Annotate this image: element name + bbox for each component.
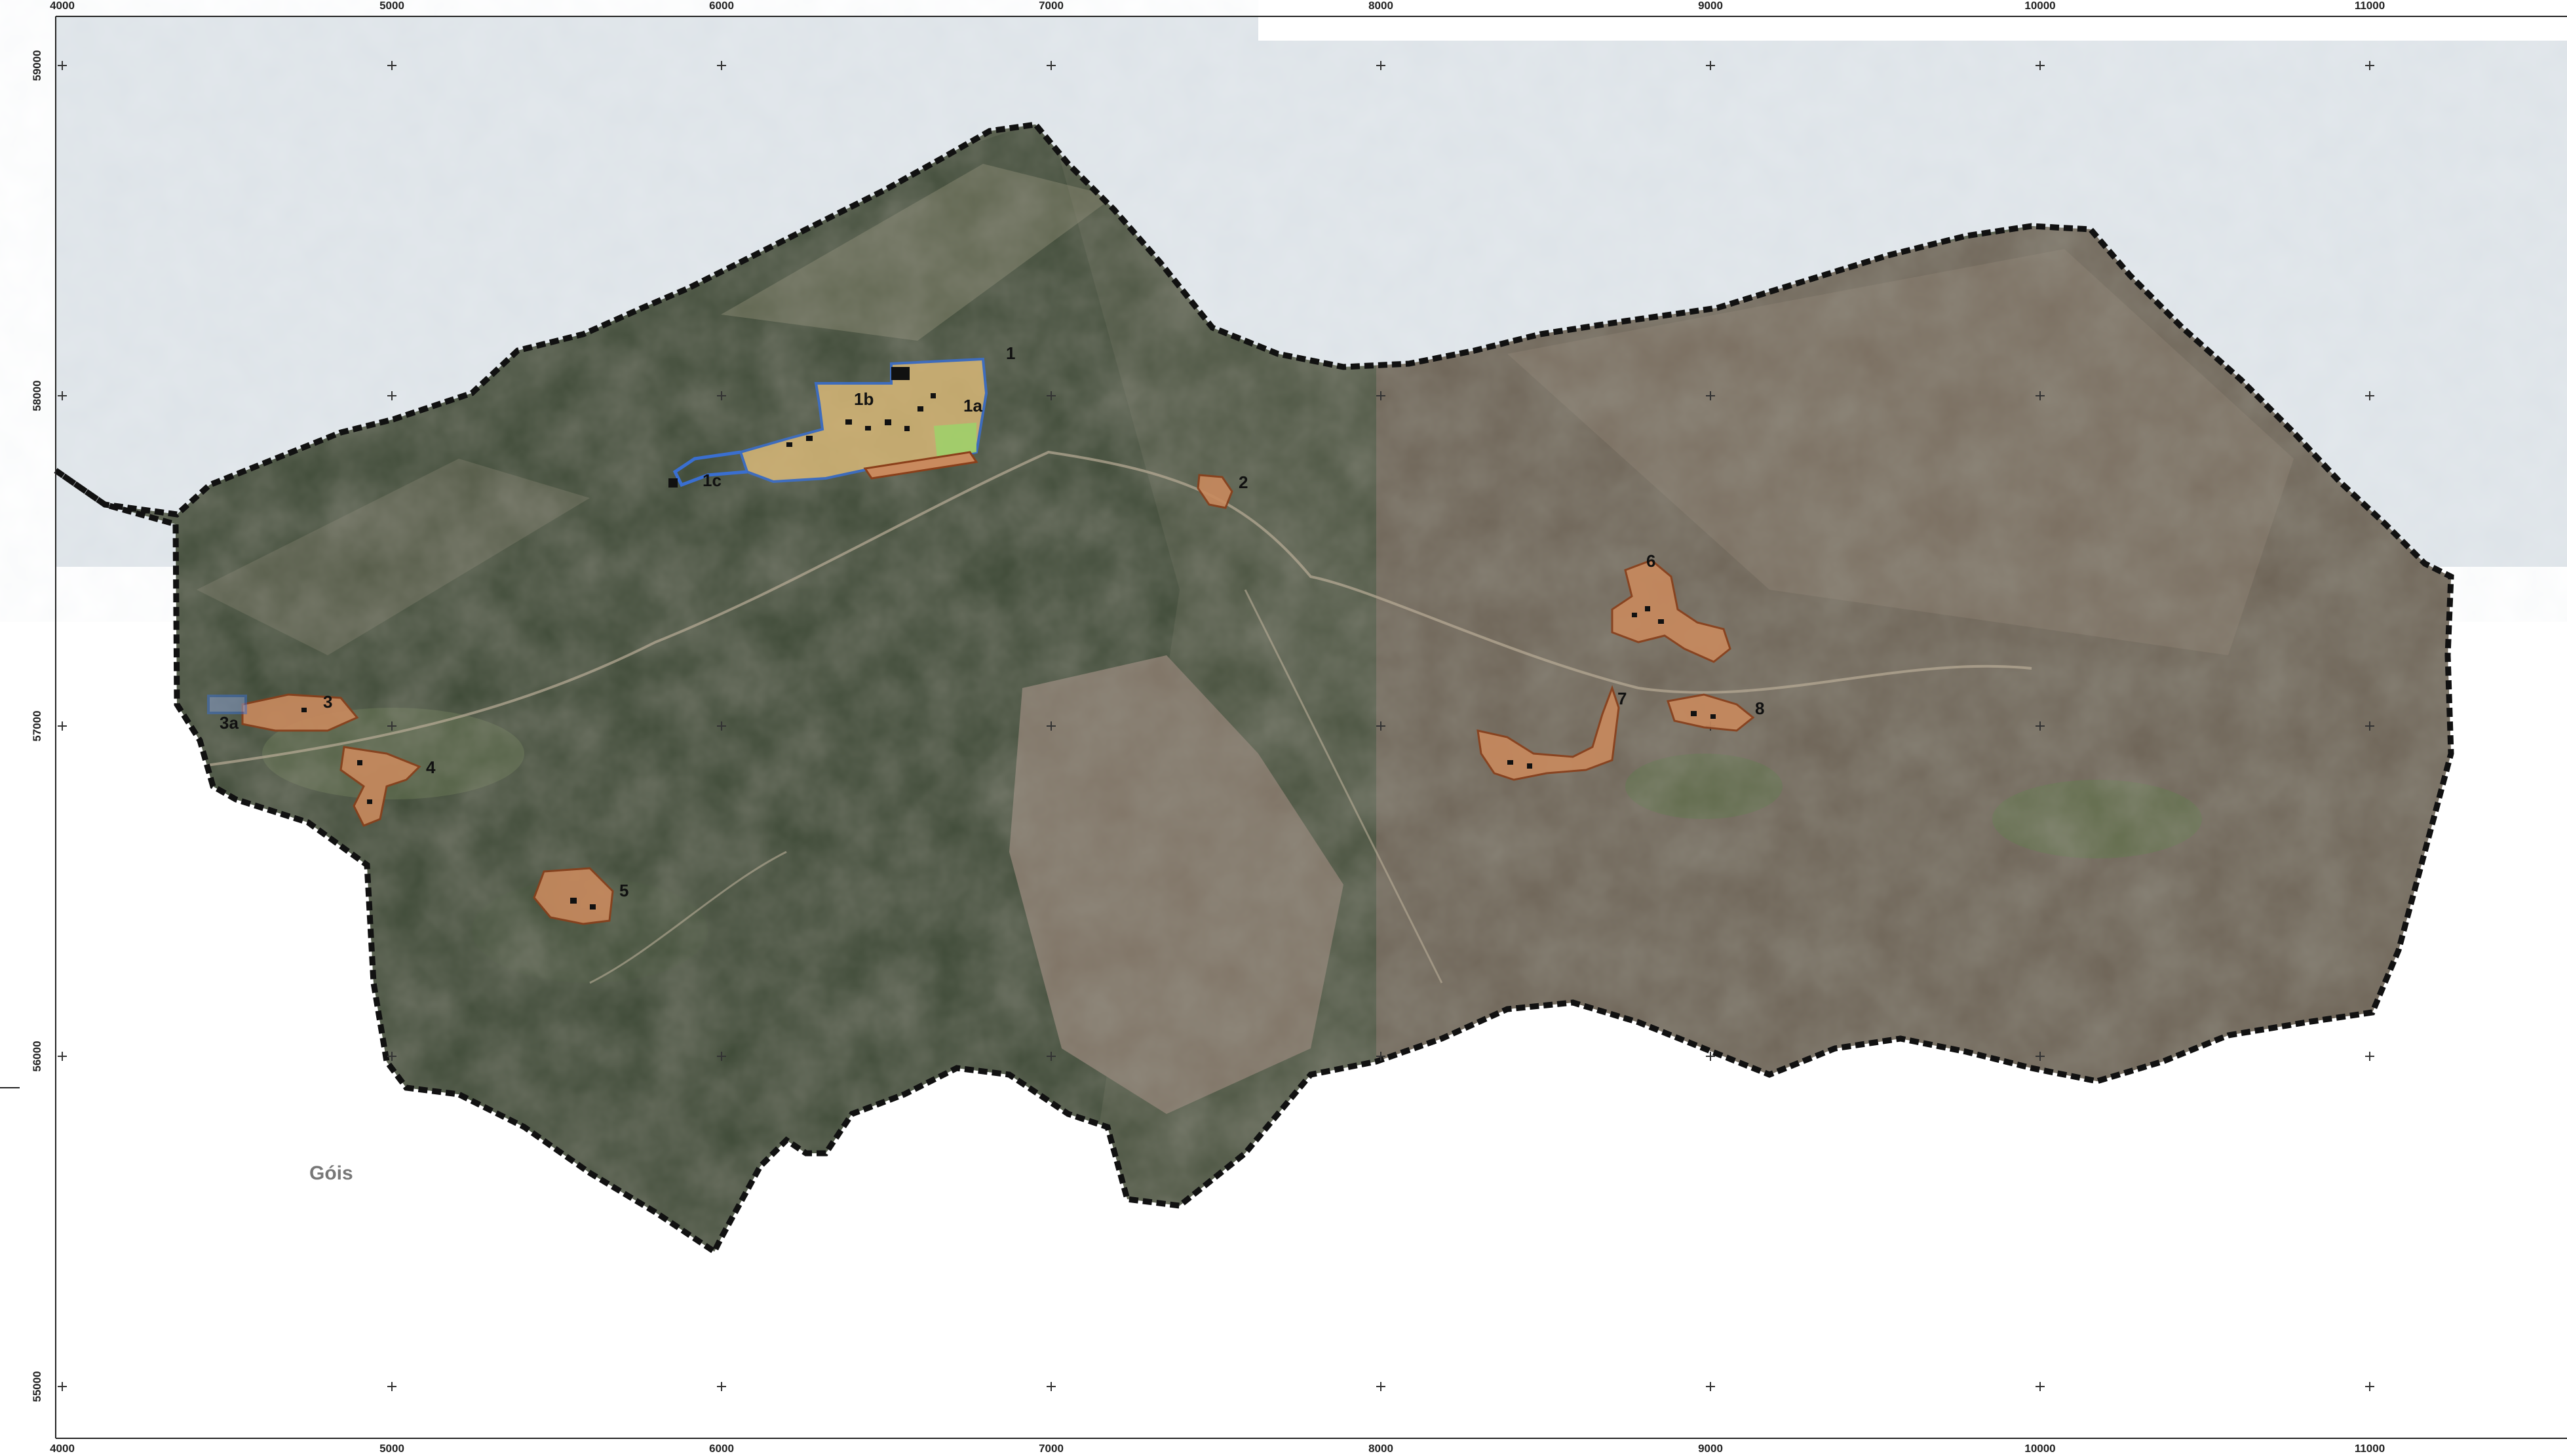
x-tick-bottom-9000: 9000 bbox=[1698, 1442, 1723, 1455]
zone-label-7: 7 bbox=[1617, 689, 1627, 708]
grid-cross bbox=[58, 391, 67, 400]
x-tick-top-5000: 5000 bbox=[379, 0, 404, 12]
place-label-gois: Góis bbox=[309, 1162, 353, 1184]
grid-cross bbox=[387, 61, 396, 70]
zone-3a-area[interactable] bbox=[207, 695, 247, 714]
y-tick-58000: 58000 bbox=[31, 380, 43, 411]
grid-cross bbox=[1376, 721, 1385, 731]
building-markers bbox=[301, 367, 1716, 910]
grid-cross bbox=[2365, 721, 2374, 731]
grid-cross bbox=[2036, 61, 2045, 70]
y-tick-57000: 57000 bbox=[31, 710, 43, 741]
x-tick-top-6000: 6000 bbox=[709, 0, 734, 12]
y-tick-55000: 55000 bbox=[31, 1371, 43, 1402]
zone-label-1a: 1a bbox=[963, 396, 982, 415]
grid-cross bbox=[2365, 391, 2374, 400]
grid-cross bbox=[2365, 61, 2374, 70]
grid-cross bbox=[717, 61, 726, 70]
grid-cross bbox=[2365, 1052, 2374, 1061]
zone-label-6: 6 bbox=[1646, 551, 1655, 571]
zone-layer bbox=[207, 357, 1755, 925]
grid-cross bbox=[1376, 1052, 1385, 1061]
zone-8-area[interactable] bbox=[1667, 693, 1755, 732]
grid-cross bbox=[1047, 61, 1056, 70]
grid-cross bbox=[717, 721, 726, 731]
grid-cross bbox=[1376, 61, 1385, 70]
grid-cross bbox=[1047, 1052, 1056, 1061]
grid-cross bbox=[717, 1382, 726, 1391]
grid-cross bbox=[717, 391, 726, 400]
x-tick-bottom-5000: 5000 bbox=[379, 1442, 404, 1455]
grid-cross bbox=[1376, 1382, 1385, 1391]
grid-cross bbox=[58, 1382, 67, 1391]
grid-cross bbox=[2036, 1052, 2045, 1061]
x-tick-bottom-6000: 6000 bbox=[709, 1442, 734, 1455]
zone-1a-green-patch[interactable] bbox=[934, 423, 976, 459]
zone-1-area[interactable] bbox=[739, 357, 988, 484]
y-tick-59000: 59000 bbox=[31, 50, 43, 81]
grid-cross bbox=[58, 61, 67, 70]
grid-cross bbox=[1706, 61, 1715, 70]
x-tick-top-7000: 7000 bbox=[1039, 0, 1064, 12]
zone-5-area[interactable] bbox=[533, 867, 614, 925]
x-tick-top-10000: 10000 bbox=[2024, 0, 2055, 12]
zone-1c-outline[interactable] bbox=[672, 450, 748, 488]
grid-cross bbox=[2036, 721, 2045, 731]
zone-labels: 1 1a 1b 1c 2 3 3a 4 5 6 7 8 bbox=[220, 343, 1764, 900]
x-tick-top-4000: 4000 bbox=[50, 0, 75, 12]
zone-label-5: 5 bbox=[619, 881, 628, 900]
x-tick-bottom-11000: 11000 bbox=[2355, 1442, 2385, 1455]
zone-label-3a: 3a bbox=[220, 713, 239, 733]
zone-label-4: 4 bbox=[426, 757, 436, 777]
grid-cross bbox=[387, 391, 396, 400]
grid-ticks: 4000 4000 5000 5000 6000 6000 7000 7000 8000 8000… bbox=[31, 0, 2385, 1455]
zone-label-1c: 1c bbox=[703, 470, 722, 490]
grid-cross bbox=[2365, 1382, 2374, 1391]
grid-cross bbox=[717, 1052, 726, 1061]
zone-2-area[interactable] bbox=[1197, 474, 1233, 509]
grid-cross bbox=[387, 1052, 396, 1061]
zone-7-area[interactable] bbox=[1477, 685, 1620, 781]
x-tick-bottom-4000: 4000 bbox=[50, 1442, 75, 1455]
grid-cross bbox=[2036, 391, 2045, 400]
zone-label-8: 8 bbox=[1755, 699, 1764, 718]
grid-cross bbox=[1706, 1382, 1715, 1391]
grid-cross bbox=[1376, 391, 1385, 400]
zone-label-1: 1 bbox=[1006, 343, 1015, 363]
grid-cross bbox=[1706, 1052, 1715, 1061]
x-tick-bottom-10000: 10000 bbox=[2024, 1442, 2055, 1455]
zone-label-2: 2 bbox=[1239, 472, 1248, 492]
zone-label-3: 3 bbox=[323, 692, 332, 712]
x-tick-top-11000: 11000 bbox=[2355, 0, 2385, 12]
zone-6-area[interactable] bbox=[1611, 559, 1731, 663]
grid-cross bbox=[2036, 1382, 2045, 1391]
grid-cross bbox=[1706, 391, 1715, 400]
x-tick-bottom-7000: 7000 bbox=[1039, 1442, 1064, 1455]
grid-cross bbox=[387, 721, 396, 731]
zone-1-strip[interactable] bbox=[863, 451, 978, 480]
x-tick-bottom-8000: 8000 bbox=[1368, 1442, 1393, 1455]
grid-cross bbox=[58, 1052, 67, 1061]
grid-cross bbox=[58, 721, 67, 731]
zone-label-1b: 1b bbox=[854, 389, 874, 409]
x-tick-top-8000: 8000 bbox=[1368, 0, 1393, 12]
zone-3-area[interactable] bbox=[241, 693, 359, 732]
grid-cross bbox=[1047, 721, 1056, 731]
y-tick-56000: 56000 bbox=[31, 1041, 43, 1071]
grid-cross bbox=[1047, 1382, 1056, 1391]
zone-4-area[interactable] bbox=[339, 746, 421, 827]
x-tick-top-9000: 9000 bbox=[1698, 0, 1723, 12]
white-blank-strip bbox=[1258, 0, 2567, 41]
grid-cross bbox=[387, 1382, 396, 1391]
grid-cross bbox=[1047, 391, 1056, 400]
